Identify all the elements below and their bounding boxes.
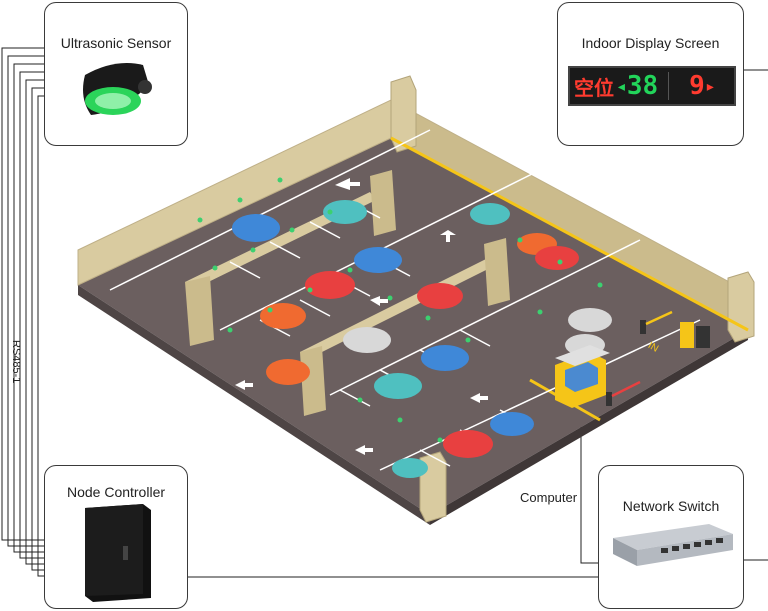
node-controller-card: Node Controller xyxy=(44,465,188,609)
led-display-icon: 空位 ◂ 38 9 ▸ xyxy=(568,66,736,106)
indoor-display-title: Indoor Display Screen xyxy=(558,35,743,51)
led-divider xyxy=(668,72,669,100)
led-vacant-text: 空位 xyxy=(574,72,614,101)
ultrasonic-sensor-card: Ultrasonic Sensor xyxy=(44,2,188,146)
computer-label: Computer xyxy=(520,490,577,505)
indoor-display-card: Indoor Display Screen 空位 ◂ 38 9 ▸ xyxy=(557,2,744,146)
led-left-count: 38 xyxy=(627,71,658,101)
network-switch-icon xyxy=(599,466,745,610)
led-right-arrow: ▸ xyxy=(705,76,716,97)
node-controller-cabinet-icon xyxy=(45,466,189,610)
network-switch-card: Network Switch xyxy=(598,465,744,609)
led-left-arrow: ◂ xyxy=(616,76,627,97)
rs485-bus-label: RS485-1 xyxy=(10,340,22,383)
led-right-count: 9 xyxy=(689,71,705,101)
ultrasonic-sensor-icon xyxy=(45,3,189,147)
